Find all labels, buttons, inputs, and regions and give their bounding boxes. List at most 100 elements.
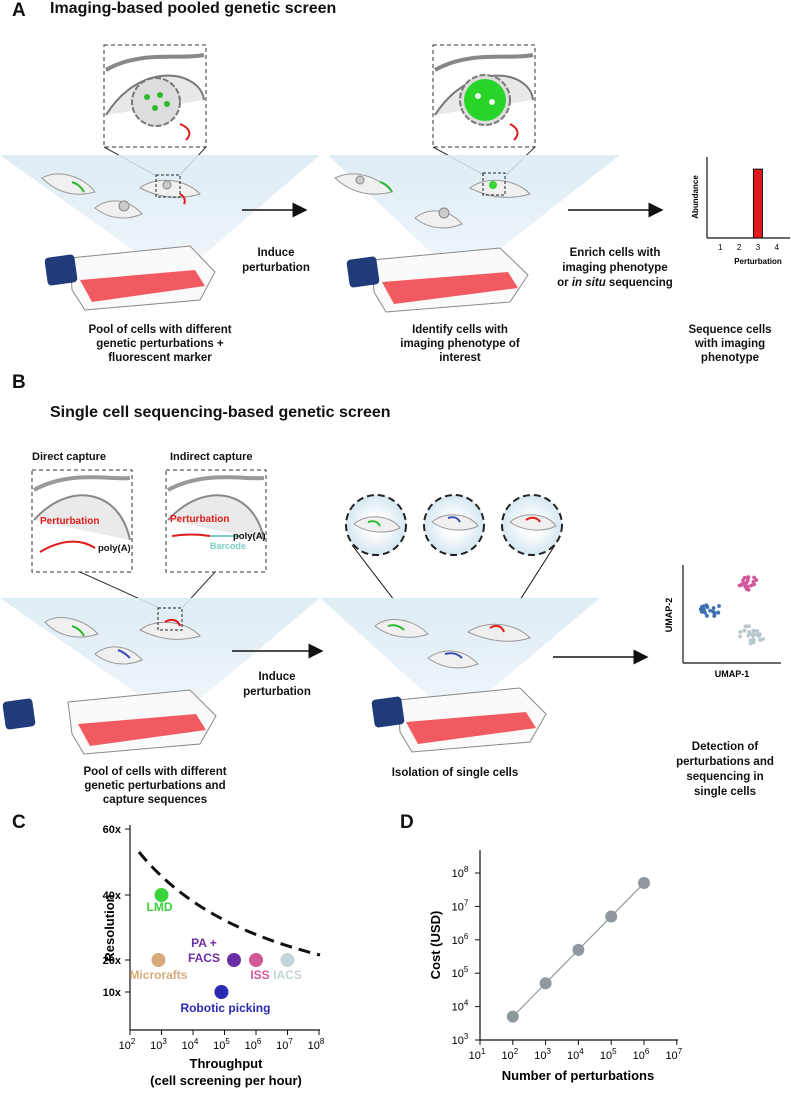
nucleus (131, 77, 181, 127)
x-tick-label: 106 (245, 1037, 262, 1052)
x-tick-label: 103 (534, 1047, 551, 1062)
label-suffix: sequencing (605, 277, 673, 289)
panel-a-step2-caption: Identify cells with imaging phenotype of… (370, 323, 550, 365)
caption-line: capture sequences (102, 794, 208, 806)
label-line: Induce (257, 247, 295, 259)
point-label: Robotic picking (180, 1001, 270, 1015)
caption-line: fluorescent marker (108, 352, 212, 364)
umap-point (751, 628, 756, 633)
umap-point (746, 633, 751, 638)
umap-point (750, 632, 755, 637)
caption-line: single cells (693, 786, 756, 798)
y-tick-label: 103 (452, 1032, 469, 1047)
caption-line: Pool of cells with different (88, 324, 232, 336)
abundance-y-label: Abundance (691, 175, 700, 219)
umap-point (747, 624, 751, 629)
y-tick-label: 104 (452, 999, 469, 1014)
panel-c-y-label: Resolution (102, 894, 117, 961)
abundance-bar (752, 168, 763, 239)
umap-point (744, 580, 749, 585)
caption-line: Sequence cells (688, 324, 772, 336)
scatter-point-iss (249, 953, 263, 967)
cost-point (638, 877, 650, 890)
umap-plot: UMAP-2 UMAP-1 (664, 565, 781, 679)
panel-b-step3-caption: Detection of perturbations and sequencin… (665, 740, 785, 800)
umap-point (757, 634, 762, 639)
y-tick-label: 60x (103, 824, 122, 836)
panel-c-letter: C (12, 812, 26, 833)
indirect-polya-label: poly(A) (233, 531, 266, 542)
umap-point (745, 575, 750, 580)
y-tick-label: 107 (452, 898, 469, 913)
abundance-tick-label: 4 (775, 243, 780, 252)
label-line: Induce (258, 671, 296, 683)
x-tick-label: 108 (308, 1037, 325, 1052)
umap-point (738, 634, 743, 639)
panel-a-arrow2-label: Enrich cells with imaging phenotype or i… (545, 246, 685, 291)
caption-line: Detection of (691, 741, 759, 753)
label-line: imaging phenotype (562, 262, 668, 274)
label-line: perturbation (242, 262, 310, 274)
panel-c-x-label: Throughput (190, 1056, 264, 1071)
y-tick-label: 20x (103, 955, 122, 967)
umap-point (701, 605, 705, 610)
caption-line: with imaging (694, 338, 766, 350)
umap-point (758, 638, 763, 642)
panel-d-x-label: Number of perturbations (502, 1068, 654, 1083)
umap-point (711, 606, 716, 610)
indirect-capture-label: Indirect capture (170, 451, 253, 463)
umap-point (751, 579, 756, 584)
cost-point (605, 910, 618, 923)
panel-b-letter: B (12, 372, 26, 393)
umap-point (751, 640, 756, 645)
panel-a-scene-2 (328, 44, 620, 313)
point-label: FACS (188, 951, 220, 965)
scatter-point-microrafts (151, 953, 166, 967)
x-tick-label: 105 (213, 1037, 230, 1052)
umap-point (743, 624, 748, 629)
x-tick-label: 104 (567, 1047, 584, 1062)
caption-line: phenotype (700, 352, 760, 364)
umap-point (752, 575, 757, 580)
panel-c-x-label-2: (cell screening per hour) (150, 1073, 302, 1088)
panel-b-step1-caption: Pool of cells with different genetic per… (20, 765, 290, 807)
abundance-tick-label: 1 (718, 243, 723, 252)
panel-d-letter: D (400, 812, 414, 833)
panel-b-title: Single cell sequencing-based genetic scr… (50, 404, 391, 421)
label-line: perturbation (243, 686, 311, 698)
indirect-perturbation-label: Perturbation (170, 514, 230, 525)
caption-line: imaging phenotype of (400, 338, 520, 350)
abundance-tick-label: 2 (737, 243, 742, 252)
y-tick-label: 10x (103, 987, 122, 999)
x-tick-label: 107 (276, 1037, 293, 1052)
pareto-curve (137, 851, 321, 957)
umap-y-label: UMAP-2 (664, 598, 674, 633)
panel-a-arrow1-label: Induce perturbation (236, 246, 316, 276)
umap-point (754, 578, 759, 582)
umap-point (716, 610, 721, 615)
umap-point (739, 582, 744, 587)
cost-point (572, 943, 585, 956)
caption-line: genetic perturbations and (84, 780, 226, 792)
y-tick-label: 40x (103, 890, 122, 902)
label-prefix: or (557, 277, 572, 289)
direct-polya-label: poly(A) (98, 543, 131, 554)
panel-a-step3-caption: Sequence cells with imaging phenotype (670, 323, 790, 365)
caption-line: Pool of cells with different (83, 766, 227, 778)
umap-point (750, 637, 755, 642)
umap-point (742, 628, 747, 633)
barcode-label: Barcode (210, 541, 247, 551)
x-tick-label: 107 (665, 1047, 682, 1062)
abundance-x-label: Perturbation (734, 257, 782, 266)
panel-a-title: Imaging-based pooled genetic screen (50, 0, 337, 17)
umap-point (717, 604, 721, 608)
umap-point (742, 575, 747, 580)
umap-point (747, 630, 752, 634)
umap-x-label: UMAP-1 (715, 669, 750, 679)
caption-line: sequencing in (686, 771, 764, 783)
umap-point (749, 583, 753, 588)
caption-line: perturbations and (676, 756, 774, 768)
umap-point (743, 584, 748, 589)
